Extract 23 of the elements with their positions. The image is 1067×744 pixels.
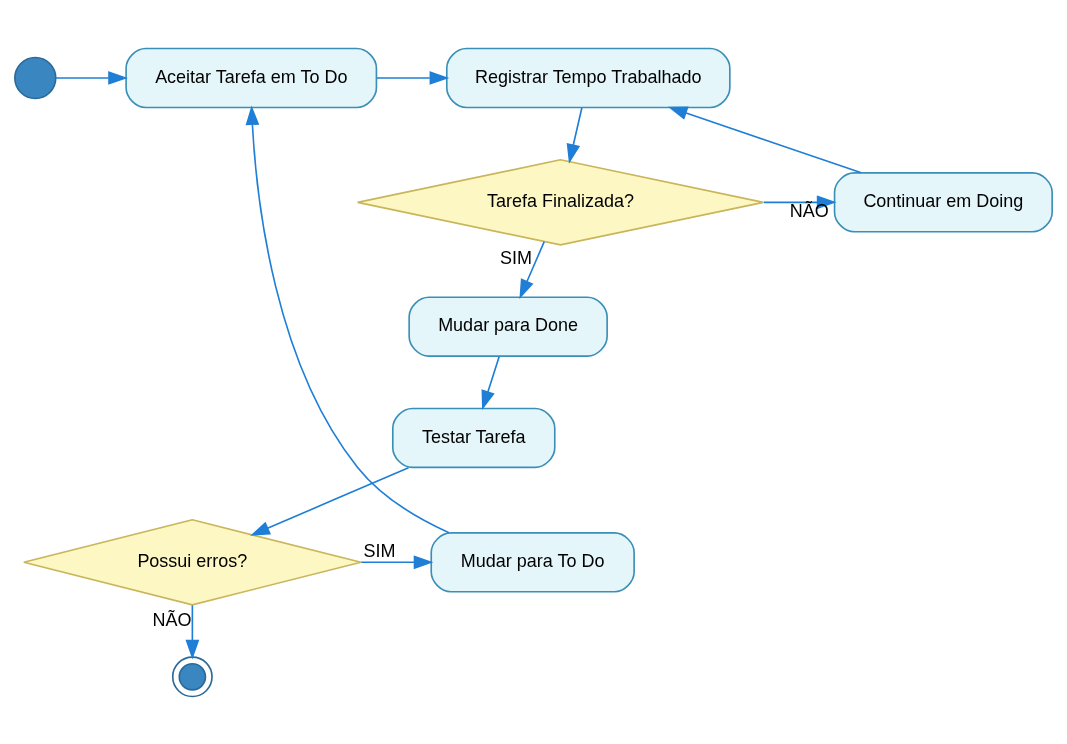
- edge-label: SIM: [363, 540, 396, 561]
- edge-label: NÃO: [152, 609, 192, 630]
- arrow: [185, 604, 200, 659]
- arrow: [481, 355, 500, 410]
- arrow: [376, 70, 450, 85]
- node-box: Mudar para Done: [408, 295, 608, 357]
- edge-label: NÃO: [789, 200, 829, 221]
- arrow: [360, 554, 434, 569]
- node-circle: [171, 655, 213, 697]
- node-diamond: Tarefa Finalizada?: [356, 158, 765, 246]
- node-box: Mudar para To Do: [430, 531, 635, 593]
- arrow: [245, 104, 450, 534]
- node-box: Continuar em Doing: [833, 171, 1053, 233]
- edge-label: SIM: [500, 247, 532, 268]
- node-box: Registrar Tempo Trabalhado: [445, 47, 731, 108]
- arrow: [667, 106, 863, 174]
- node-circle: [14, 56, 57, 99]
- arrow: [55, 70, 128, 85]
- arrow: [566, 106, 583, 164]
- node-box: Aceitar Tarefa em To Do: [125, 47, 378, 108]
- node-box: Testar Tarefa: [391, 407, 556, 468]
- arrow: [250, 466, 410, 536]
- arrow: [519, 240, 546, 299]
